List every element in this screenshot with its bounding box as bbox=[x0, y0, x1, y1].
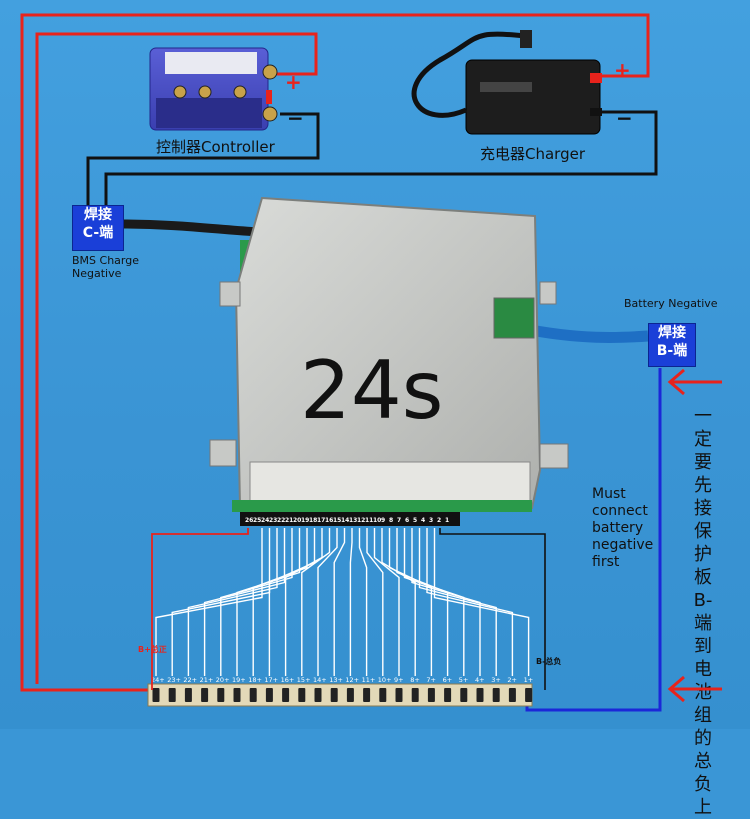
black-charger-negative-wire bbox=[104, 110, 658, 205]
c-terminal-line2: C-端 bbox=[82, 225, 114, 241]
controller-plus-sign: + bbox=[285, 70, 302, 94]
note-line5: first bbox=[592, 554, 620, 570]
bms-charge-line2: Negative bbox=[72, 267, 122, 280]
b-terminal-line2: B-端 bbox=[656, 343, 688, 359]
charger-device bbox=[411, 30, 602, 135]
note-line4: negative bbox=[592, 537, 654, 553]
b-terminal-line1: 焊接 bbox=[658, 325, 686, 341]
red-positive-wire bbox=[20, 13, 650, 692]
must-connect-note: Must connect battery negative first bbox=[592, 486, 653, 571]
battery-negative-label: Battery Negative bbox=[624, 297, 718, 310]
c-terminal-line1: 焊接 bbox=[84, 207, 112, 223]
note-line3: battery bbox=[592, 520, 644, 536]
note-line1: Must bbox=[592, 486, 626, 502]
controller-label: 控制器Controller bbox=[156, 138, 275, 156]
charger-minus-sign: − bbox=[616, 106, 633, 130]
note-line2: connect bbox=[592, 503, 648, 519]
bms-board bbox=[209, 196, 569, 526]
b-terminal-tag: 焊接 B-端 bbox=[648, 323, 696, 367]
charger-plus-sign: + bbox=[614, 58, 631, 82]
red-controller-wire bbox=[35, 32, 318, 684]
controller-device bbox=[149, 47, 278, 131]
chinese-warning-vertical: 一定要先接保护板B-端到电池组的总负上 bbox=[693, 406, 713, 818]
wiring-diagram-svg bbox=[20, 13, 662, 712]
bms-charge-negative-label: BMS Charge Negative bbox=[72, 254, 139, 280]
c-terminal-tag: 焊接 C-端 bbox=[72, 205, 124, 251]
charger-label: 充电器Charger bbox=[480, 145, 585, 163]
black-controller-negative-wire bbox=[86, 112, 320, 205]
controller-minus-sign: − bbox=[287, 106, 304, 130]
bms-charge-cable bbox=[121, 219, 261, 237]
cell-count-label: 24s bbox=[300, 344, 444, 437]
battery-negative-cable bbox=[518, 322, 649, 343]
bms-charge-line1: BMS Charge bbox=[72, 254, 139, 267]
